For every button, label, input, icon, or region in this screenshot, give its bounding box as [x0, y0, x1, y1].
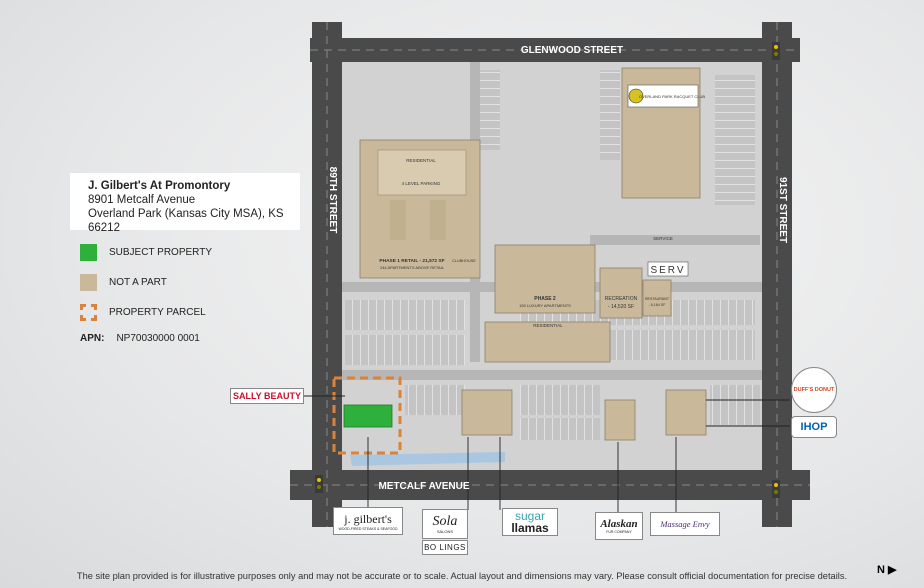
label-phase2-sub: 150 LUXURY APARTMENTS — [519, 303, 571, 308]
racquet-club-logo-box — [627, 84, 699, 108]
legend-swatch-not-a-part — [80, 274, 97, 291]
label-phase2: PHASE 2 — [534, 296, 556, 302]
apn-value: NP70030000 0001 — [116, 333, 200, 344]
apn-label: APN: — [80, 333, 105, 344]
tenant-massage-envy: Massage Envy — [650, 512, 720, 536]
tenant-alaskan: Alaskan FUR COMPANY — [595, 512, 643, 540]
residential-mid-building — [484, 321, 611, 363]
tenant-bolings: BO LINGS — [422, 540, 468, 555]
tenant-sally-beauty: SALLY BEAUTY — [230, 388, 304, 404]
street-metcalf: METCALF AVENUE — [378, 481, 469, 492]
outparcel-3 — [665, 389, 707, 436]
tenant-duffs-donut: DUFF'S DONUT — [791, 367, 837, 413]
label-phase1-sub: 244 APARTMENTS ABOVE RETAIL — [380, 265, 445, 270]
label-restaurant: RESTAURANT — [645, 297, 670, 301]
property-info-box: J. Gilbert's At Promontory 8901 Metcalf … — [70, 173, 300, 234]
label-residential-top: RESIDENTIAL — [406, 158, 436, 163]
north-arrow-icon: ▶ — [888, 564, 897, 576]
tenant-jgilberts: j. gilbert's WOOD-FIRED STEAKS & SEAFOOD — [333, 507, 403, 535]
apn-row: APN: NP70030000 0001 — [80, 333, 200, 344]
outparcel-1 — [461, 389, 513, 436]
buildings — [359, 67, 707, 441]
label-recreation-sub: - 14,520 SF — [608, 304, 634, 310]
tenant-sola: Sola SALONS — [422, 509, 468, 539]
street-89th: 89TH STREET — [327, 167, 338, 234]
label-racquet-club: OVERLAND PARK RACQUET CLUB — [639, 94, 705, 99]
legend-subject-property: SUBJECT PROPERTY — [80, 244, 212, 261]
property-address-line2: Overland Park (Kansas City MSA), KS 6621… — [88, 208, 284, 234]
tenant-ihop: IHOP — [791, 416, 837, 438]
label-service: SERVICE — [653, 236, 673, 241]
legend-property-parcel: PROPERTY PARCEL — [80, 304, 206, 321]
parking-garage — [377, 149, 467, 196]
restaurant-building — [642, 279, 672, 317]
subject-property — [343, 404, 393, 428]
label-restaurant-sub: - 6,164 SF — [649, 303, 667, 307]
disclaimer-text: The site plan provided is for illustrati… — [76, 571, 848, 581]
tenant-connectors — [304, 395, 790, 512]
phase2-building — [494, 244, 596, 314]
serv-sign-box — [647, 261, 689, 277]
legend-swatch-subject — [80, 244, 97, 261]
label-residential-mid: RESIDENTIAL — [533, 323, 563, 328]
north-indicator: N ▶ — [877, 564, 897, 576]
legend-not-a-part: NOT A PART — [80, 274, 167, 291]
label-parking-garage: 4 LEVEL PARKING — [402, 181, 441, 186]
street-glenwood: GLENWOOD STREET — [521, 45, 623, 56]
label-serv: SERV — [650, 265, 685, 276]
street-91st: 91ST STREET — [777, 177, 788, 243]
label-clubhouse: CLUBHOUSE — [452, 259, 476, 263]
roads — [290, 22, 810, 527]
recreation-building — [599, 267, 643, 319]
property-name: J. Gilbert's At Promontory — [88, 180, 231, 192]
outparcel-2 — [604, 399, 636, 441]
property-address-line1: 8901 Metcalf Avenue — [88, 194, 196, 206]
building-labels: RESIDENTIAL 4 LEVEL PARKING PHASE 1 RETA… — [379, 94, 705, 328]
property-parcel — [332, 376, 402, 455]
legend-swatch-parcel — [80, 304, 97, 321]
label-phase1: PHASE 1 RETAIL - 21,572 SF — [379, 258, 444, 264]
tenant-sugar-llamas: sugar llamas — [502, 508, 558, 536]
racquet-club-logo-icon — [628, 88, 644, 104]
label-recreation: RECREATION — [605, 296, 638, 302]
water-feature — [350, 452, 505, 466]
traffic-lights — [315, 42, 780, 498]
